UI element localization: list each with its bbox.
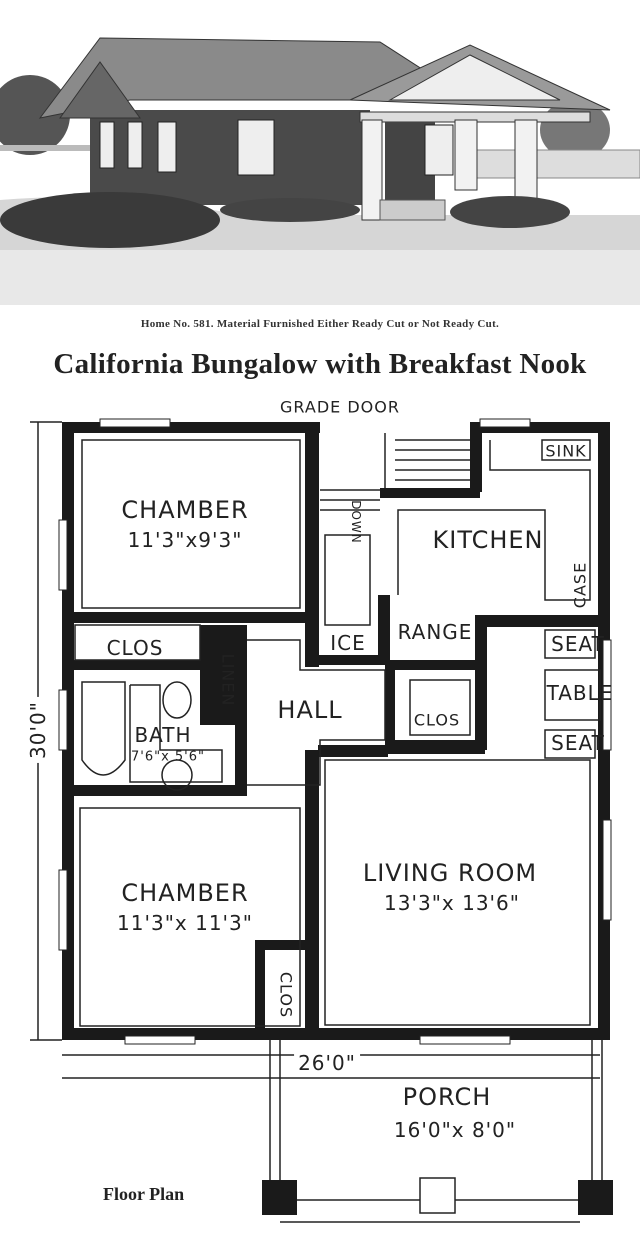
page-title: California Bungalow with Breakfast Nook: [53, 348, 587, 380]
grade-door-label: GRADE DOOR: [280, 397, 400, 417]
chamber-2-label: CHAMBER: [121, 879, 249, 907]
living-room-label: LIVING ROOM: [362, 859, 538, 887]
linen-label: LINEN: [218, 653, 238, 707]
hall-closet-label: CLOS: [413, 710, 461, 730]
chamber-1-size: 11'3"x9'3": [127, 528, 243, 552]
sink-label: SINK: [545, 441, 587, 461]
floor-plan-label: Floor Plan: [103, 1184, 185, 1204]
kitchen-label: KITCHEN: [432, 526, 544, 554]
porch-size: 16'0"x 8'0": [393, 1118, 517, 1142]
depth-dimension: 30'0": [26, 697, 50, 763]
case-label: CASE: [570, 561, 590, 609]
caption: Home No. 581. Material Furnished Either …: [140, 318, 500, 330]
chamber-1-label: CHAMBER: [121, 496, 249, 524]
chamber-2-size: 11'3"x 11'3": [117, 911, 253, 935]
range-label: RANGE: [397, 620, 473, 644]
table-label: TABLE: [546, 681, 614, 705]
floor-plan-drawing: [30, 418, 613, 1223]
seat-top-label: SEAT: [551, 632, 605, 656]
width-dimension: 26'0": [294, 1051, 360, 1075]
closet-2-label: CLOS: [276, 971, 296, 1019]
bath-size: 7'6"x 5'6": [130, 749, 206, 765]
seat-bottom-label: SEAT: [551, 731, 605, 755]
hall-label: HALL: [277, 696, 343, 724]
porch-label: PORCH: [402, 1083, 492, 1111]
house-illustration: [0, 0, 640, 305]
down-label: DOWN: [349, 500, 363, 544]
closet-label: CLOS: [106, 636, 164, 660]
bath-label: BATH: [134, 723, 192, 747]
ice-label: ICE: [330, 631, 366, 655]
living-room-size: 13'3"x 13'6": [384, 891, 520, 915]
